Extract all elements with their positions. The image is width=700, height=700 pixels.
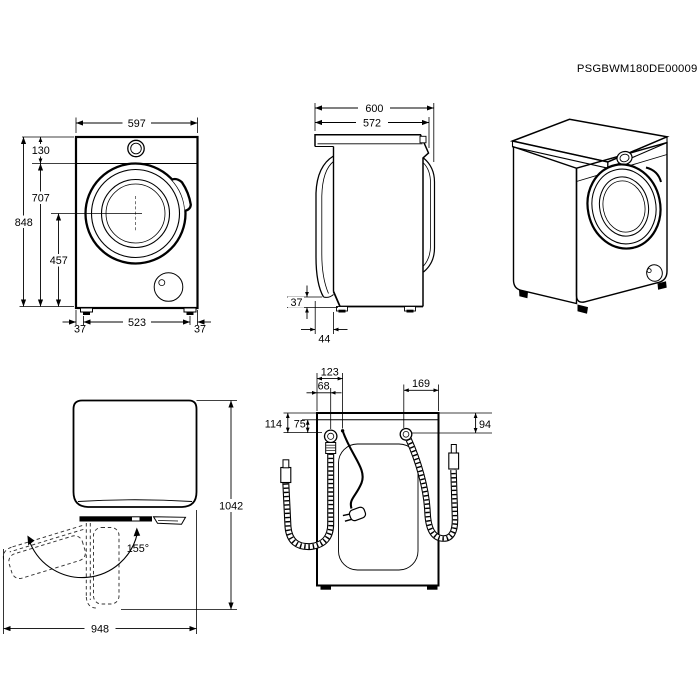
front-dimensions: 597 848 130 707 457 523 xyxy=(9,116,211,336)
front-panel xyxy=(575,141,668,303)
power-plug xyxy=(342,506,367,522)
front-foot-right xyxy=(183,307,197,315)
perspective-foot-right xyxy=(657,281,667,290)
dim-front-top-to-panel: 130 xyxy=(32,145,50,157)
door-swing-arc xyxy=(29,533,138,579)
door-open-90 xyxy=(85,523,120,609)
perspective-view xyxy=(509,118,670,314)
dim-side-depth-total: 600 xyxy=(365,103,383,115)
dim-side-door-clearance: 37 xyxy=(290,297,302,309)
perspective-filter xyxy=(646,264,663,282)
side-foot-rear xyxy=(404,306,416,313)
perspective-door-handle xyxy=(645,166,662,183)
dim-side-door-protrusion: 44 xyxy=(318,334,330,346)
dim-width-door-open: 948 xyxy=(91,624,109,636)
rear-foot-right xyxy=(427,585,438,590)
door-handle-notch xyxy=(171,178,191,211)
inlet-hose xyxy=(399,427,460,542)
rear-bulge xyxy=(423,157,436,273)
dim-door-angle: 155° xyxy=(127,543,149,555)
side-panel xyxy=(512,145,578,305)
dim-front-foot-left: 37 xyxy=(74,324,86,336)
dim-front-height-total: 848 xyxy=(15,217,33,229)
drain-hose xyxy=(280,429,338,551)
power-cable xyxy=(340,429,367,522)
side-dimensions: 600 572 37 44 xyxy=(287,101,435,346)
front-view: 597 848 130 707 457 523 xyxy=(9,116,211,336)
rear-foot-left xyxy=(320,585,331,590)
side-view: 600 572 37 44 xyxy=(287,101,436,346)
rear-dimensions: 123 68 169 114 75 94 xyxy=(265,366,492,434)
rear-inner-panel xyxy=(338,443,419,571)
dim-rear-inlet-height: 94 xyxy=(479,419,491,431)
control-knob xyxy=(127,139,145,158)
part-number: PSGBWM180DE00009 xyxy=(577,63,698,75)
dim-depth-door-open: 1042 xyxy=(219,501,243,513)
perspective-door xyxy=(586,163,662,250)
dim-rear-drain-height-outer: 114 xyxy=(265,418,282,430)
top-cabinet-outline xyxy=(72,399,198,508)
dim-front-width: 597 xyxy=(128,118,146,130)
top-door-closed xyxy=(79,516,152,522)
drain-filter xyxy=(153,272,184,302)
dim-front-feet-spacing: 523 xyxy=(128,317,146,329)
side-foot-front xyxy=(336,306,348,313)
dim-side-depth-body: 572 xyxy=(363,118,381,130)
perspective-foot-left xyxy=(519,289,528,299)
dim-rear-drain-outer: 123 xyxy=(321,366,339,378)
dim-rear-inlet-offset: 169 xyxy=(412,378,430,390)
side-door-bulge xyxy=(315,155,334,298)
perspective-foot-middle xyxy=(577,304,588,314)
dim-front-panel-to-floor: 707 xyxy=(32,193,50,205)
front-foot-left xyxy=(80,307,93,315)
dim-rear-drain-height-inner: 75 xyxy=(294,418,306,430)
lid-hinge-detail xyxy=(419,135,427,144)
rear-view: 123 68 169 114 75 94 xyxy=(265,366,492,590)
dim-rear-drain-inner: 68 xyxy=(318,381,330,393)
dim-front-door-center: 457 xyxy=(50,255,68,267)
dim-front-foot-right: 37 xyxy=(194,324,206,336)
top-view-door-open: 155° 1042 948 xyxy=(0,399,248,636)
top-view-dimensions: 1042 948 xyxy=(3,400,248,636)
